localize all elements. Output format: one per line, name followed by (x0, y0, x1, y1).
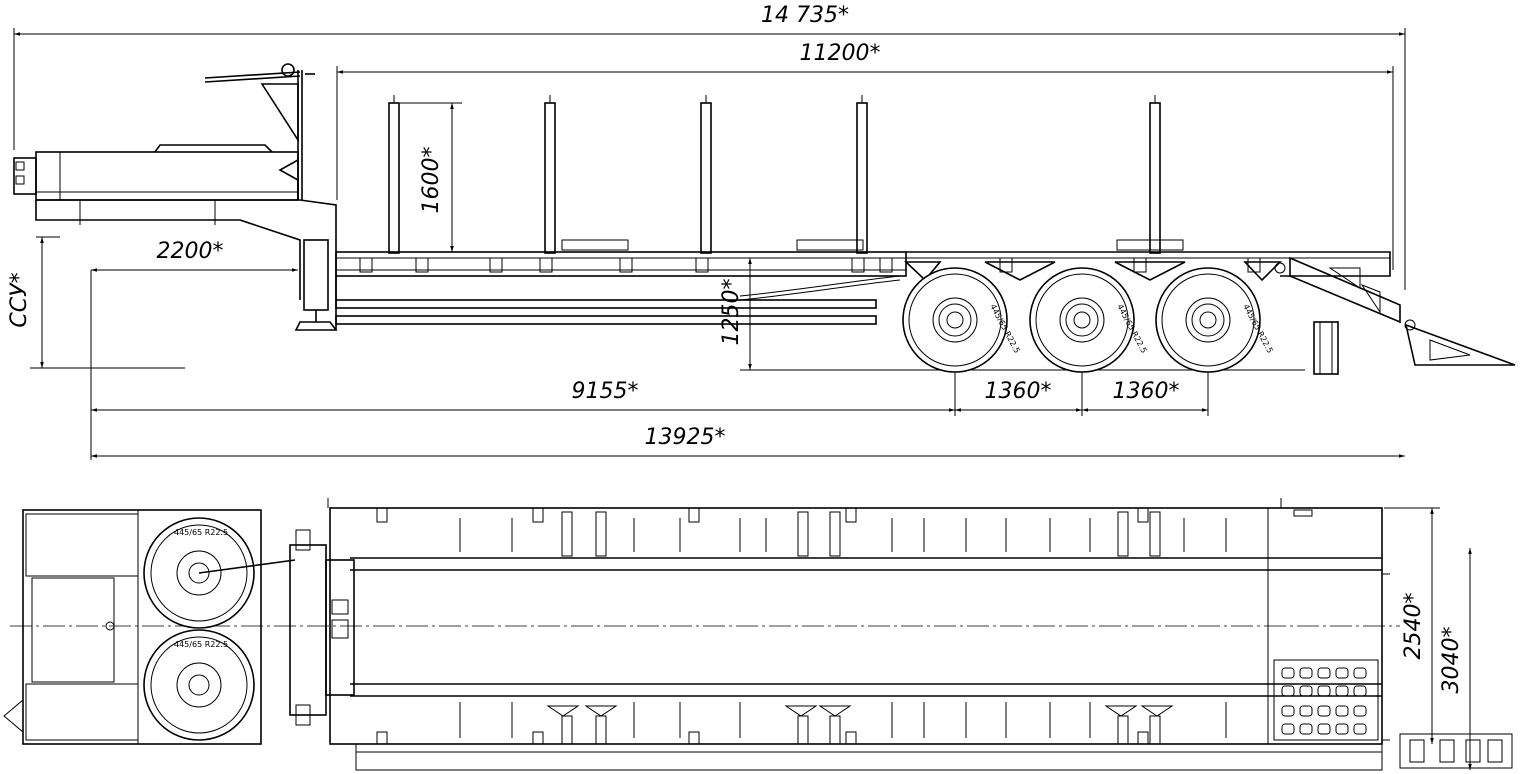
side-view: 14 735* 11200* 1600* (7, 3, 1516, 460)
overall-width-label: 3040* (1439, 627, 1464, 694)
main-frame (335, 239, 1391, 330)
platform-plan (327, 498, 1383, 771)
dimension-wheelbase-total: 13925* (91, 425, 1405, 458)
gooseneck-plan (3, 509, 262, 745)
wheel-axle-1: 445/65 R22.5 (902, 267, 1022, 373)
top-view: 445/65 R22.5 445/65 R22.5 (3, 498, 1513, 771)
axle-wheels: 445/65 R22.5 445/65 R22.5 445/65 R22.5 (902, 267, 1275, 373)
dimension-overall-width: 3040* (1439, 548, 1472, 770)
axle-spacing-2-label: 1360* (1113, 379, 1180, 404)
dimension-fifth-wheel-height: ССУ* (7, 236, 185, 369)
neck-plan (289, 529, 355, 726)
dimension-inner-width: 2540* (1384, 507, 1440, 744)
dimension-stake-height: 1600* (400, 102, 462, 252)
landing-leg (294, 239, 338, 331)
deck-height-label: 1250* (719, 279, 744, 346)
gooseneck (13, 144, 337, 300)
dimension-overall-length: 14 735* (13, 3, 1406, 290)
spare-wheels: 445/65 R22.5 445/65 R22.5 (143, 517, 296, 741)
wheelbase-total-label: 13925* (645, 425, 726, 450)
platform-length-label: 11200* (800, 41, 881, 66)
inner-width-label: 2540* (1401, 593, 1426, 660)
tire-label: 445/65 R22.5 (174, 528, 228, 537)
axle-spacing-1-label: 1360* (985, 379, 1052, 404)
dimension-platform-length: 11200* (336, 41, 1394, 270)
wheel-axle-3: 445/65 R22.5 (1155, 267, 1275, 373)
dimension-axle-spacing: 1360* 1360* (955, 372, 1209, 416)
spare-wheel-lower: 445/65 R22.5 (143, 629, 255, 741)
gooseneck-mast (204, 63, 315, 200)
fifth-wheel-height-label: ССУ* (7, 272, 32, 327)
tire-label: 445/65 R22.5 (174, 640, 228, 649)
kingpin-to-axle-label: 9155* (572, 379, 639, 404)
stake-height-label: 1600* (419, 147, 444, 214)
dimension-kingpin-to-axle: 9155* (90, 270, 956, 460)
stakes (388, 95, 1161, 254)
rear-ramps (1274, 256, 1516, 375)
kingpin-offset-label: 2200* (157, 239, 224, 264)
overall-length-label: 14 735* (761, 3, 849, 28)
dimension-kingpin-offset: 2200* (91, 239, 298, 272)
wheel-axle-2: 445/65 R22.5 (1029, 267, 1149, 373)
ramp-plan (1273, 573, 1513, 769)
